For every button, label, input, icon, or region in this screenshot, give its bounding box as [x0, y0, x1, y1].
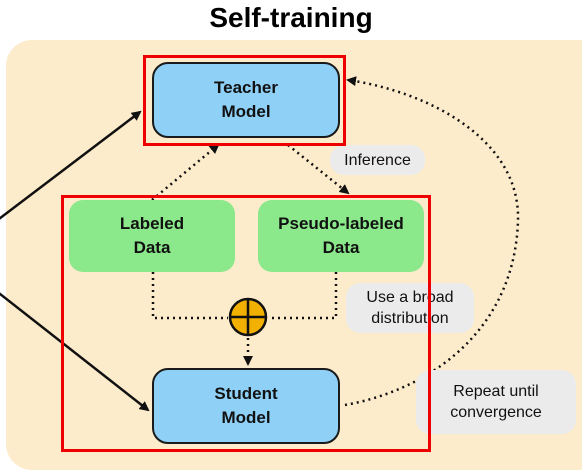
repeat-loop-arrow [344, 76, 520, 407]
input-arrow-to-student [0, 292, 150, 412]
repeat-until-convergence-note: Repeat until convergence [416, 370, 576, 434]
input-arrow-to-teacher [0, 110, 142, 220]
inference-note: Inference [330, 145, 425, 175]
diagram-title: Self-training [209, 2, 373, 33]
inference-arrow [287, 144, 350, 195]
circled-plus-icon [228, 297, 268, 337]
labeled-to-teacher-arrow [151, 143, 220, 201]
labeled-to-combine-line [151, 272, 228, 320]
pseudo-to-combine-line [268, 272, 338, 320]
connectors [0, 76, 520, 412]
student-model-node: Student Model [152, 368, 340, 444]
teacher-model-node: Teacher Model [152, 62, 340, 138]
pseudo-labeled-data-node: Pseudo-labeled Data [258, 200, 424, 272]
labeled-data-node: Labeled Data [69, 200, 235, 272]
student-highlight-box [61, 195, 431, 452]
teacher-highlight-box [143, 55, 346, 146]
